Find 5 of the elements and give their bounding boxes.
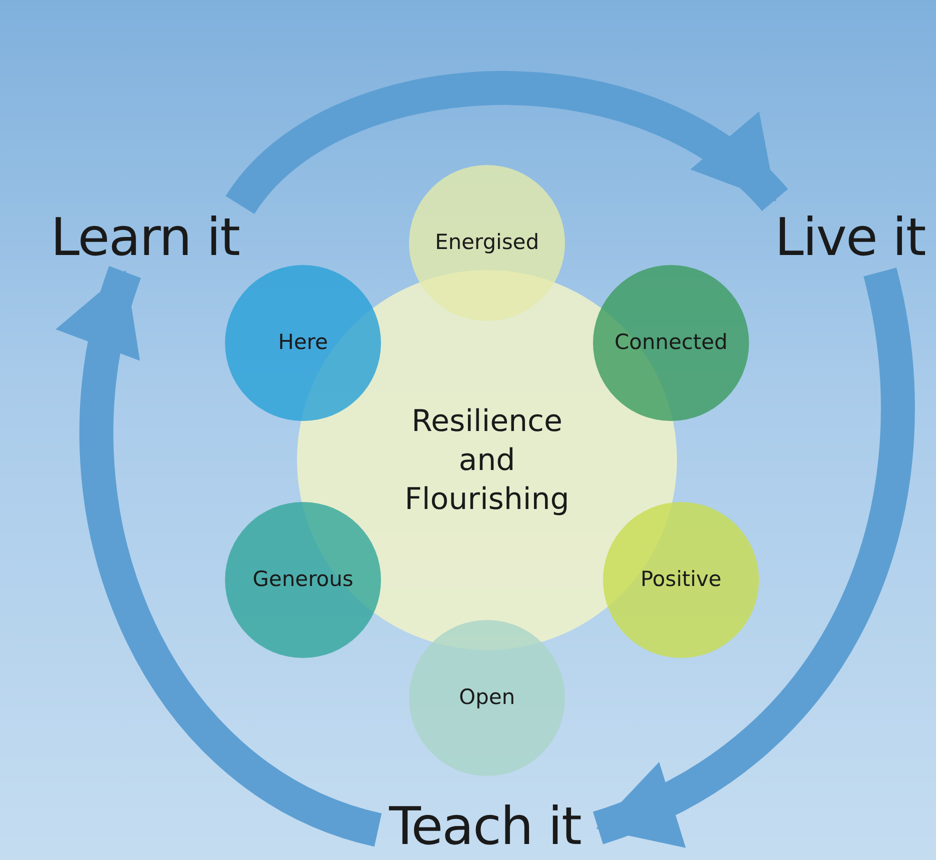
curved-arrow xyxy=(226,71,787,216)
stage-label: Live it xyxy=(765,205,935,271)
circle-node: Open xyxy=(409,620,565,776)
circle-node: Energised xyxy=(409,165,565,321)
stage-label: Teach it xyxy=(375,794,595,860)
